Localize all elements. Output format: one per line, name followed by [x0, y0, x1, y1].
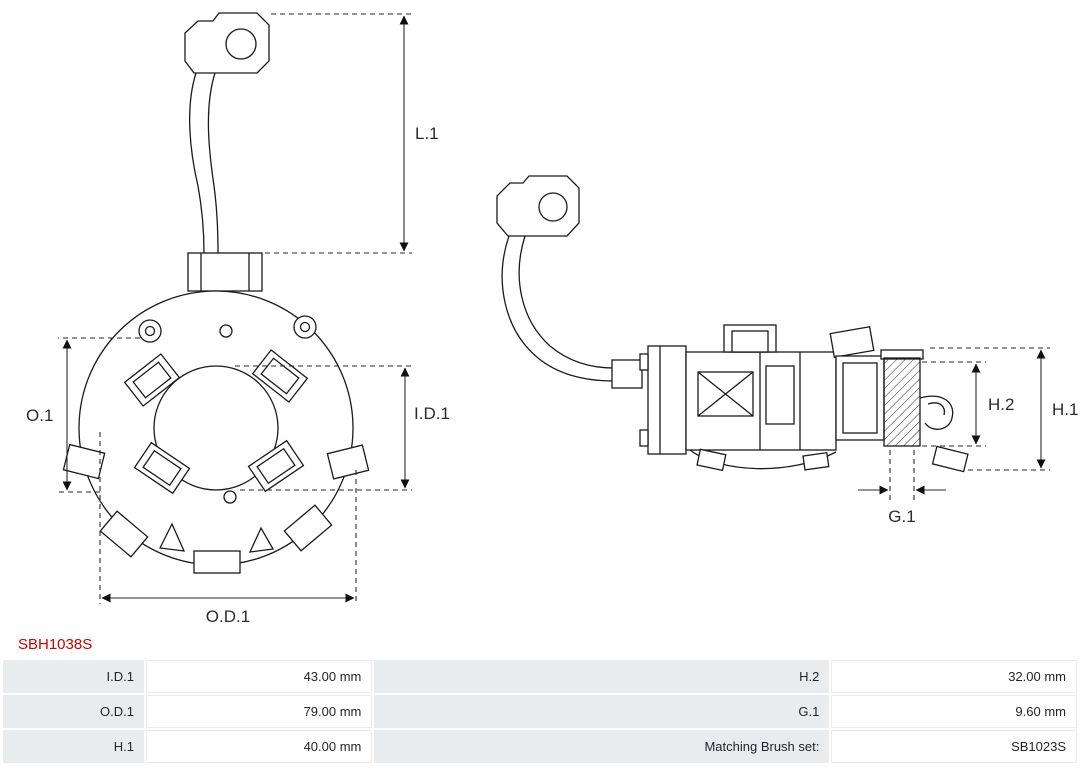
h1-dimension-label: H.1	[1052, 400, 1078, 419]
spec-table: I.D.1 43.00 mm H.2 32.00 mm O.D.1 79.00 …	[1, 658, 1079, 765]
spec-row-2: O.D.1 79.00 mm G.1 9.60 mm	[3, 695, 1077, 728]
lead-wire-front	[189, 72, 219, 254]
technical-drawing-area: L.1 O.1 I.D.1	[26, 12, 1078, 626]
spec-label-h2: H.2	[374, 660, 830, 693]
spec-value-g1: 9.60 mm	[831, 695, 1077, 728]
l1-dimension-label: L.1	[415, 124, 439, 143]
h1-dimension: H.1	[930, 347, 1078, 471]
lead-wire-side	[501, 235, 615, 382]
h2-dimension: H.2	[922, 361, 1014, 447]
spec-row-3: H.1 40.00 mm Matching Brush set: SB1023S	[3, 730, 1077, 763]
spec-value-h2: 32.00 mm	[831, 660, 1077, 693]
spec-value-h1: 40.00 mm	[145, 730, 373, 763]
l1-dimension: L.1	[265, 13, 439, 254]
spec-value-id1: 43.00 mm	[145, 660, 373, 693]
spec-label-od1: O.D.1	[3, 695, 144, 728]
od1-dimension: O.D.1	[99, 432, 357, 626]
od1-dimension-label: O.D.1	[206, 607, 250, 626]
g1-dimension: G.1	[858, 450, 946, 526]
connector-lug-side	[496, 175, 580, 237]
o1-dimension: O.1	[26, 337, 140, 493]
holder-body-side	[611, 324, 969, 473]
part-number: SBH1038S	[18, 636, 93, 653]
spec-label-matching-brush-set: Matching Brush set:	[374, 730, 830, 763]
carbon-brush-side	[880, 349, 954, 447]
spec-row-1: I.D.1 43.00 mm H.2 32.00 mm	[3, 660, 1077, 693]
spec-table-wrap: I.D.1 43.00 mm H.2 32.00 mm O.D.1 79.00 …	[0, 658, 1080, 765]
side-view-drawing: H.2 H.1 G.1	[496, 175, 1078, 526]
spec-label-h1: H.1	[3, 730, 144, 763]
h2-dimension-label: H.2	[988, 395, 1014, 414]
g1-dimension-label: G.1	[888, 507, 915, 526]
brush-plate-front	[62, 290, 370, 574]
front-view-drawing: L.1 O.1 I.D.1	[26, 12, 450, 626]
o1-dimension-label: O.1	[26, 406, 53, 425]
spec-value-od1: 79.00 mm	[145, 695, 373, 728]
id1-dimension: I.D.1	[235, 365, 450, 491]
id1-dimension-label: I.D.1	[414, 404, 450, 423]
connector-lug-front	[184, 12, 270, 74]
spec-value-matching-brush-set: SB1023S	[831, 730, 1077, 763]
spec-label-id1: I.D.1	[3, 660, 144, 693]
terminal-block-front	[187, 252, 263, 292]
spec-label-g1: G.1	[374, 695, 830, 728]
brush-holder-drawing: L.1 O.1 I.D.1	[26, 12, 1078, 626]
